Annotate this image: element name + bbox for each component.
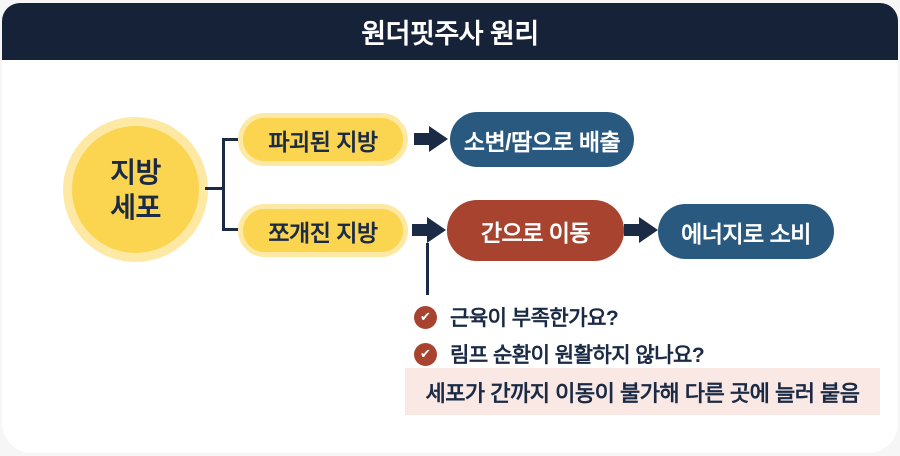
check-circle-icon: ✔ [414, 305, 437, 329]
arrow-bar [414, 133, 429, 145]
arrow-icon [412, 217, 446, 243]
check-circle-icon: ✔ [414, 342, 437, 366]
arrow-bar [624, 224, 639, 236]
arrow-bar [412, 224, 427, 236]
fat-cell-label-line1: 지방 [110, 156, 161, 188]
checklist-label: 근육이 부족한가요? [450, 307, 619, 330]
move-to-liver-pill: 간으로 이동 [447, 200, 624, 261]
urine-sweat-excretion-pill: 소변/땀으로 배출 [450, 112, 634, 167]
arrow-head [639, 217, 658, 243]
destroyed-fat-pill: 파괴된 지방 [238, 113, 408, 166]
connector-vertical-line [222, 138, 225, 231]
drop-line [426, 243, 429, 295]
fat-cell-label: 지방 세포 [72, 126, 199, 253]
connector-branch-top-line [222, 138, 240, 141]
arrow-icon [414, 126, 448, 152]
checklist-label: 림프 순환이 원활하지 않나요? [450, 344, 705, 367]
fat-cell-node: 지방 세포 [63, 117, 208, 262]
note-box: 세포가 간까지 이동이 불가해 다른 곳에 늘러 붙음 [405, 368, 880, 415]
checklist-item-muscle: ✔ 근육이 부족한가요? [414, 302, 619, 332]
arrow-head [429, 126, 448, 152]
checklist-item-lymph: ✔ 림프 순환이 원활하지 않나요? [414, 339, 705, 369]
arrow-icon [624, 217, 658, 243]
connector-branch-bottom-line [222, 228, 240, 231]
fat-cell-label-line2: 세포 [110, 191, 161, 223]
arrow-head [427, 217, 446, 243]
energy-consumption-pill: 에너지로 소비 [658, 204, 834, 259]
page-title: 원더핏주사 원리 [361, 19, 539, 49]
title-bar: 원더핏주사 원리 [2, 3, 898, 60]
connector-stub-line [205, 187, 225, 190]
infographic-card: 원더핏주사 원리 지방 세포 파괴된 지방 소변/땀으로 배출 쪼개진 지방 간… [2, 3, 898, 453]
split-fat-pill: 쪼개진 지방 [238, 204, 408, 257]
